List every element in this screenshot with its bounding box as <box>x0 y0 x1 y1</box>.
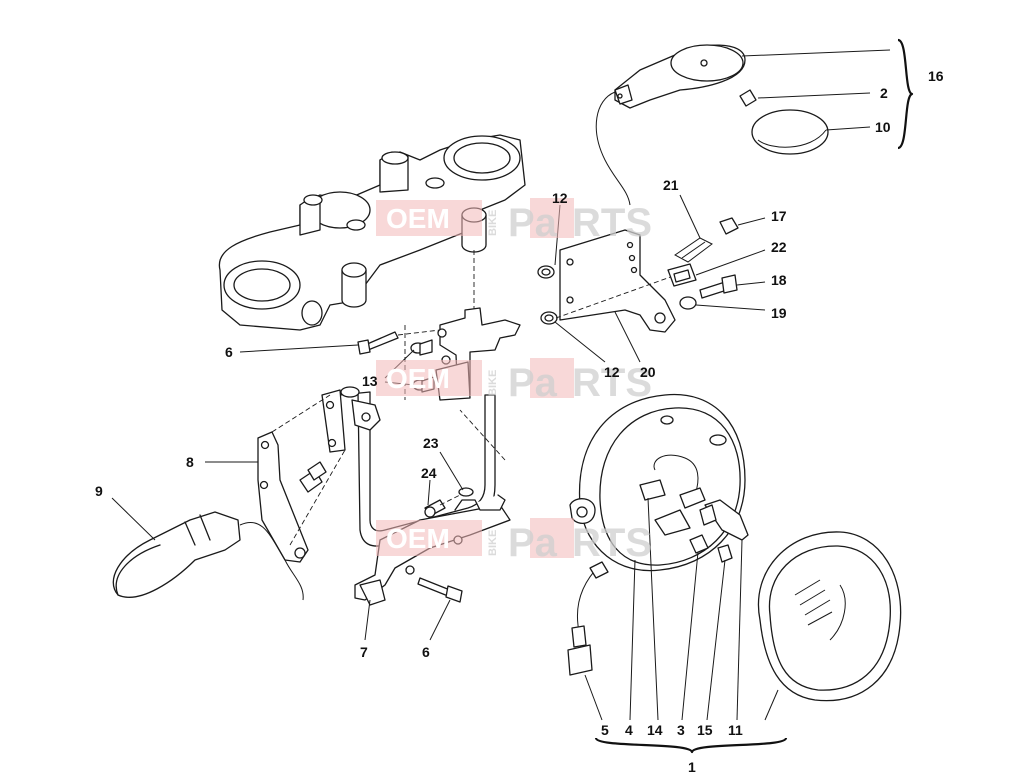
headlight-lens <box>757 531 902 702</box>
wire-5 <box>567 561 609 676</box>
callout-23: 23 <box>423 435 439 451</box>
nut-17 <box>719 217 739 235</box>
grommet-22 <box>667 263 697 287</box>
watermark-middle: OEM BIKE Pa RTS <box>376 358 652 405</box>
frame-tube <box>321 386 496 547</box>
bolt-lower <box>417 577 463 603</box>
watermark-bottom: OEM BIKE Pa RTS <box>376 518 652 565</box>
callout-8: 8 <box>186 454 194 470</box>
svg-text:RTS: RTS <box>572 201 652 245</box>
svg-text:BIKE: BIKE <box>487 370 499 396</box>
callout-10: 10 <box>875 119 891 135</box>
callout-6-bottom: 6 <box>422 644 430 660</box>
callout-17: 17 <box>771 208 787 224</box>
bulb-3 <box>689 534 709 554</box>
bolt-18 <box>699 274 738 299</box>
watermark-top: OEM BIKE Pa RTS <box>376 198 652 245</box>
callout-9: 9 <box>95 483 103 499</box>
callout-6-top: 6 <box>225 344 233 360</box>
callout-3: 3 <box>677 722 685 738</box>
callout-1: 1 <box>688 759 696 775</box>
svg-text:Pa: Pa <box>508 521 558 565</box>
callout-22: 22 <box>771 239 787 255</box>
callout-7: 7 <box>360 644 368 660</box>
top-yoke <box>218 134 526 331</box>
svg-text:RTS: RTS <box>572 521 652 565</box>
callout-16: 16 <box>928 68 944 84</box>
bolt-upper <box>357 331 399 355</box>
bolt-small <box>424 499 446 518</box>
rubber-12a <box>537 265 555 279</box>
svg-text:BIKE: BIKE <box>487 530 499 556</box>
callout-24: 24 <box>421 465 437 481</box>
callout-12-top: 12 <box>552 190 568 206</box>
washer-23 <box>458 487 474 497</box>
svg-text:OEM: OEM <box>386 523 450 554</box>
svg-text:Pa: Pa <box>508 361 558 405</box>
brace-16 <box>897 38 914 150</box>
callout-2: 2 <box>880 85 888 101</box>
svg-text:Pa: Pa <box>508 201 558 245</box>
callout-15: 15 <box>697 722 713 738</box>
svg-text:OEM: OEM <box>386 363 450 394</box>
callout-19: 19 <box>771 305 787 321</box>
clip-21 <box>674 237 713 263</box>
svg-text:RTS: RTS <box>572 361 652 405</box>
callout-21: 21 <box>663 177 679 193</box>
bulb-15 <box>717 544 733 563</box>
callout-18: 18 <box>771 272 787 288</box>
callout-4: 4 <box>625 722 633 738</box>
svg-text:OEM: OEM <box>386 203 450 234</box>
callout-11: 11 <box>728 722 743 738</box>
rubber-12b <box>540 311 558 325</box>
callout-20: 20 <box>640 364 656 380</box>
callout-13: 13 <box>362 373 378 389</box>
headlight-shell <box>569 393 749 572</box>
washer-19 <box>679 296 697 310</box>
indicator-nut <box>299 461 327 493</box>
bulb-2 <box>739 89 757 107</box>
callout-12-bottom: 12 <box>604 364 620 380</box>
left-indicator <box>112 511 304 601</box>
right-indicator <box>595 44 746 206</box>
callout-5: 5 <box>601 722 609 738</box>
callout-14: 14 <box>647 722 663 738</box>
lens-10 <box>751 109 829 155</box>
svg-text:BIKE: BIKE <box>487 210 499 236</box>
callout-labels: 16 2 10 12 21 17 22 18 19 12 20 6 13 8 9… <box>95 68 944 775</box>
brace-1 <box>594 736 788 754</box>
indicator-bracket <box>257 431 309 563</box>
